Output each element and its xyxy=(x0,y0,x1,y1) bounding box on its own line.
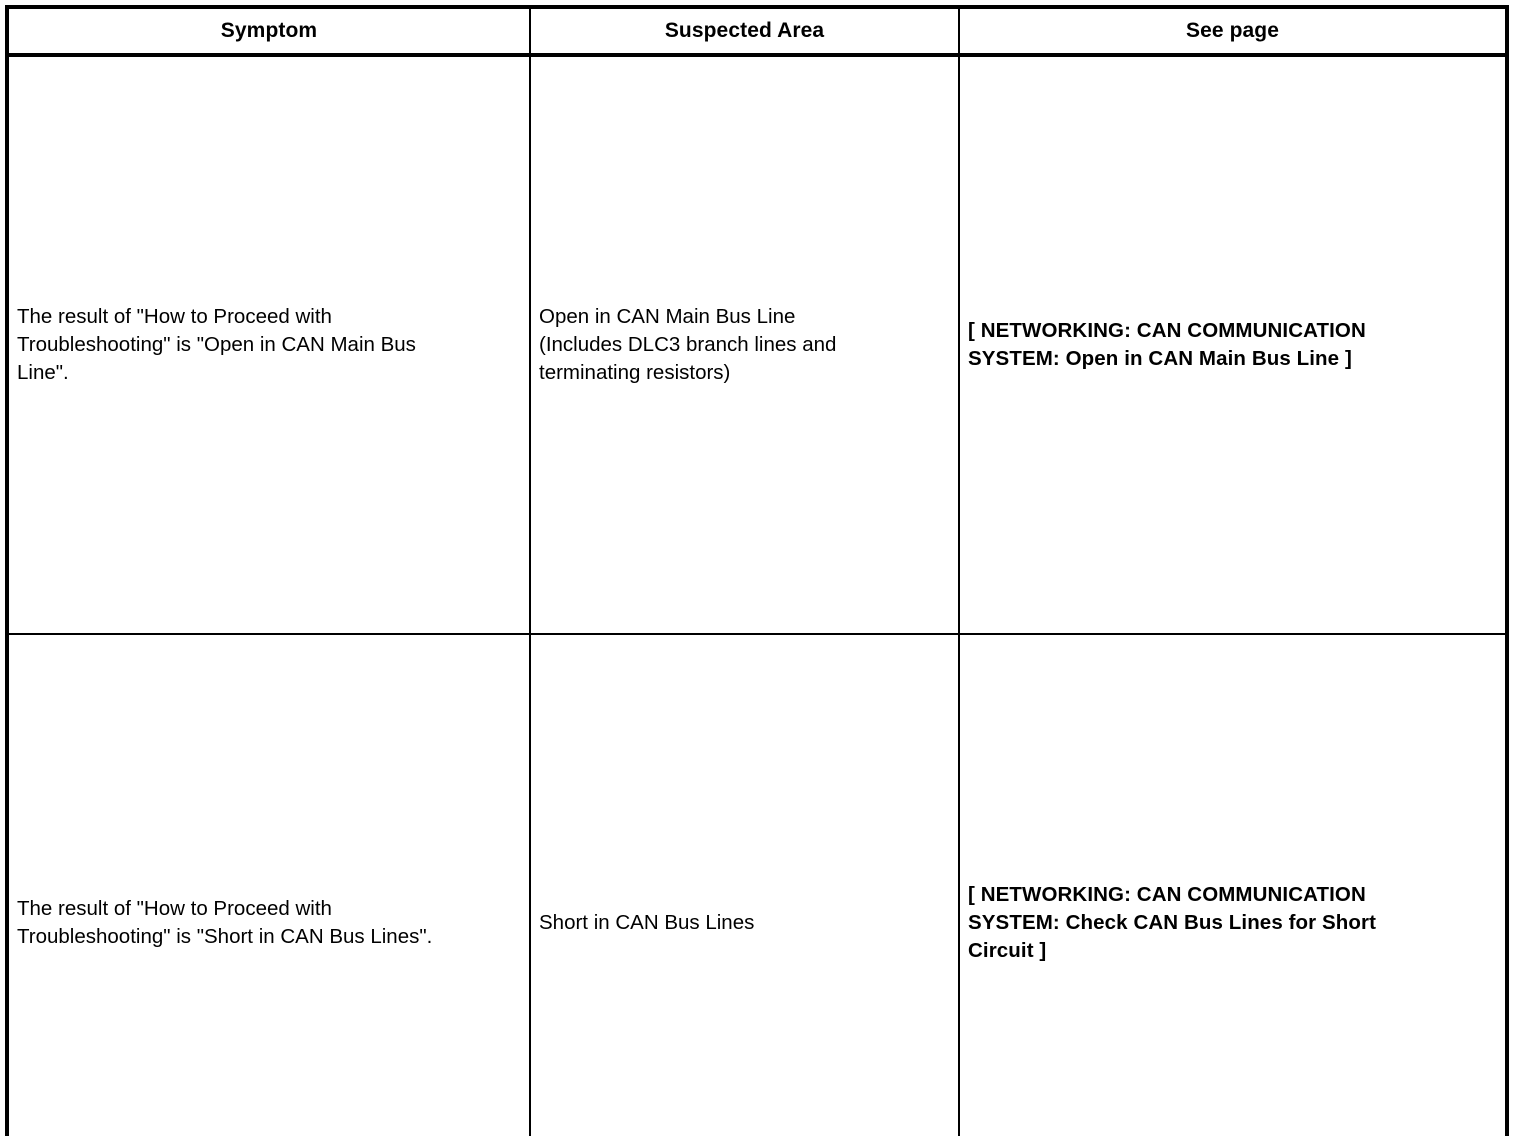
suspected-area-text: Short in CAN Bus Lines xyxy=(539,910,755,934)
column-header-suspected-area: Suspected Area xyxy=(529,7,960,57)
cell-see-page: [ NETWORKING: CAN COMMUNICATION SYSTEM: … xyxy=(958,633,1507,1136)
column-header-symptom: Symptom xyxy=(7,7,531,57)
column-header-see-page: See page xyxy=(958,7,1507,57)
see-page-reference: [ NETWORKING: CAN COMMUNICATION SYSTEM: … xyxy=(968,882,1377,963)
page-root: Symptom Suspected Area See page The resu… xyxy=(5,5,1509,1136)
cell-symptom: The result of "How to Proceed with Troub… xyxy=(7,633,531,1136)
cell-symptom: The result of "How to Proceed with Troub… xyxy=(7,55,531,634)
symptom-diagnostic-table: Symptom Suspected Area See page The resu… xyxy=(5,5,1509,1136)
suspected-area-text: Open in CAN Main Bus Line (Includes DLC3… xyxy=(539,304,837,385)
table-body: The result of "How to Proceed with Troub… xyxy=(7,55,1507,1136)
cell-suspected-area: Open in CAN Main Bus Line (Includes DLC3… xyxy=(529,55,960,634)
header-row: Symptom Suspected Area See page xyxy=(7,7,1507,57)
diagnostic-table-container: Symptom Suspected Area See page The resu… xyxy=(5,5,1509,1136)
symptom-text: The result of "How to Proceed with Troub… xyxy=(17,896,433,948)
see-page-reference: [ NETWORKING: CAN COMMUNICATION SYSTEM: … xyxy=(968,318,1366,370)
cell-see-page: [ NETWORKING: CAN COMMUNICATION SYSTEM: … xyxy=(958,55,1507,634)
table-header: Symptom Suspected Area See page xyxy=(7,7,1507,57)
cell-suspected-area: Short in CAN Bus Lines xyxy=(529,633,960,1136)
table-row: The result of "How to Proceed with Troub… xyxy=(7,55,1507,634)
symptom-text: The result of "How to Proceed with Troub… xyxy=(17,304,416,385)
table-row: The result of "How to Proceed with Troub… xyxy=(7,633,1507,1136)
